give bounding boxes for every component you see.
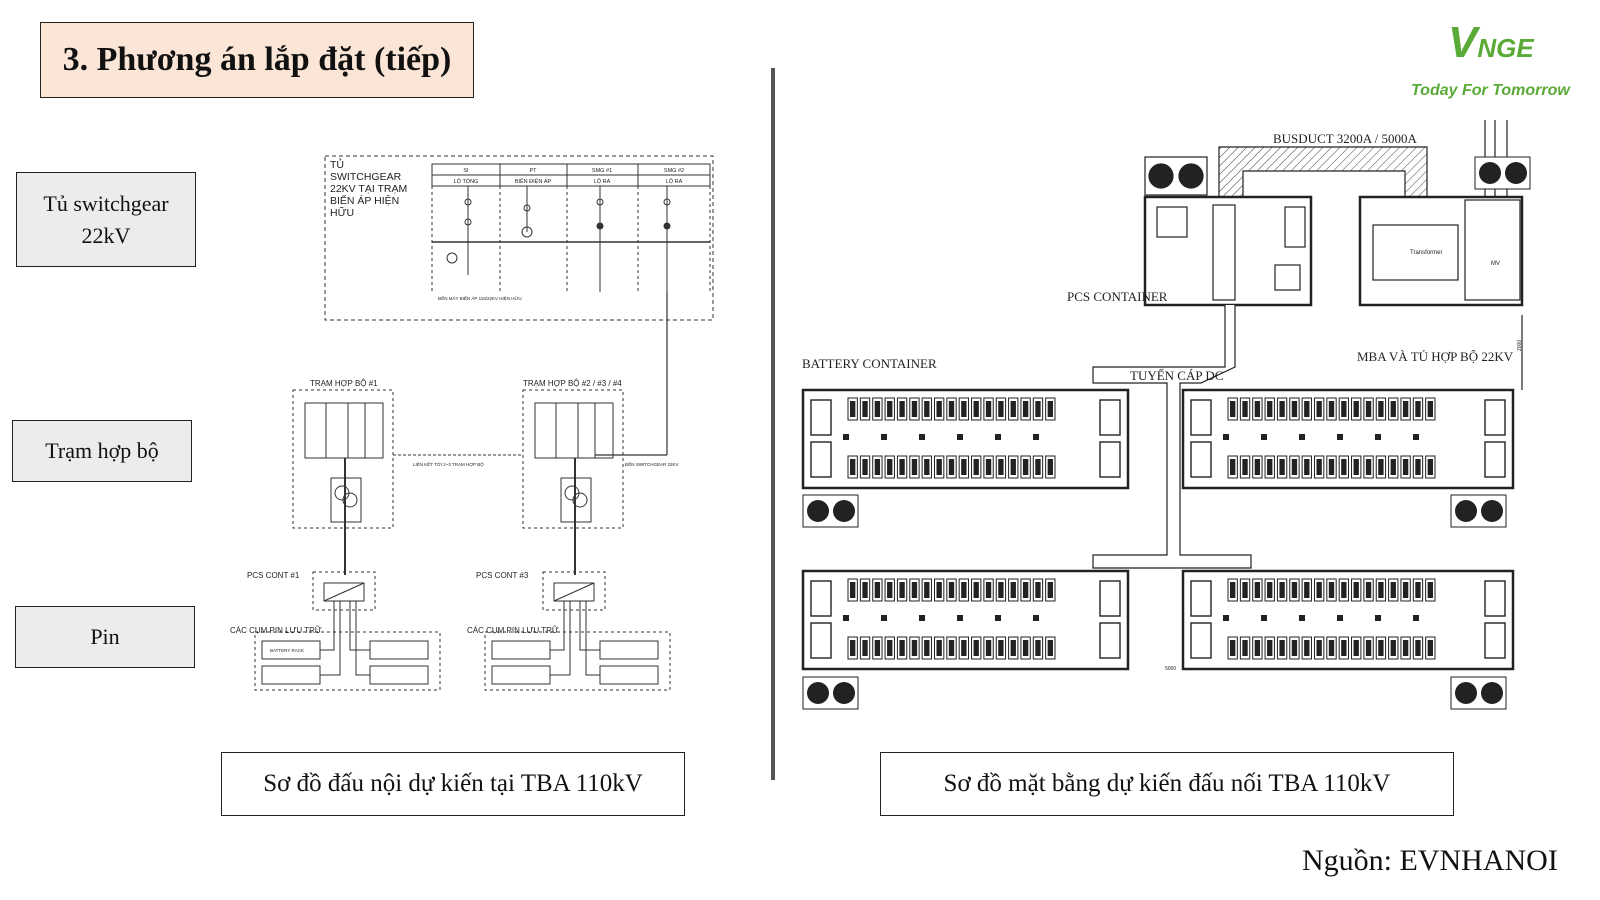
battery-cluster-1-label: CÁC CỤM PIN LƯU TRỮ: [230, 626, 322, 635]
battery-cluster-2: [484, 631, 671, 691]
caption-right-text: Sơ đồ mặt bằng dự kiến đấu nối TBA 110kV: [943, 770, 1391, 797]
dim-5000-label: 5000: [1165, 666, 1176, 672]
battery-container-4: [1181, 569, 1515, 671]
panel-code-4: SMG #2: [664, 168, 684, 174]
dc-cable-label: TUYẾN CÁP DC: [1130, 368, 1223, 383]
label-tram-hop-bo: Trạm hợp bộ: [12, 420, 192, 482]
to-switchgear-label: ĐẾN SWITCHGEAR 22KV: [625, 461, 679, 467]
switchgear-title-3: 22KV TẠI TRẠM: [330, 183, 407, 195]
busduct-label: BUSDUCT 3200A / 5000A: [1273, 131, 1417, 146]
substation-1-label: TRẠM HỢP BỘ #1: [310, 379, 378, 388]
caption-right: Sơ đồ mặt bằng dự kiến đấu nối TBA 110kV: [880, 752, 1454, 816]
logo-v: V: [1448, 18, 1478, 67]
switchgear-title-5: HỮU: [330, 206, 354, 219]
panel-code-2: PT: [529, 168, 537, 174]
label-switchgear: Tủ switchgear 22kV: [16, 172, 196, 267]
label-tram-text: Trạm hợp bộ: [45, 438, 159, 463]
switchgear-title-4: BIẾN ÁP HIỆN: [330, 194, 399, 207]
logo-tagline: Today For Tomorrow: [1411, 82, 1570, 99]
caption-left: Sơ đồ đấu nội dự kiến tại TBA 110kV: [221, 752, 685, 816]
switchgear-title-2: SWITCHGEAR: [330, 171, 402, 183]
panel-name-2: BIẾN ĐIỆN ÁP: [515, 177, 552, 185]
transformer-note: ĐẾN MÁY BIẾN ÁP 110/22KV HIỆN HỮU: [438, 294, 522, 301]
battery-container-1: [801, 388, 1130, 490]
logo-nge: NGE: [1477, 33, 1534, 63]
single-line-diagram: TỦ SWITCHGEAR 22KV TẠI TRẠM BIẾN ÁP HIỆN…: [230, 155, 714, 691]
vnge-logo: VNGE: [1448, 18, 1534, 68]
link-label: LIÊN KẾT TỚI 2~3 TRẠM HỢP BỘ: [413, 460, 484, 467]
source-note: Nguồn: EVNHANOI: [1302, 844, 1558, 877]
transformer-label: Transformer: [1410, 250, 1442, 256]
mba-label: MBA VÀ TỦ HỢP BỘ 22KV: [1357, 349, 1514, 364]
pcs-3-label: PCS CONT #3: [476, 571, 529, 580]
panel-name-3: LỘ RA: [594, 178, 611, 185]
panel-name-1: LỘ TỔNG: [454, 178, 479, 185]
label-pin: Pin: [15, 606, 195, 668]
ct-symbol: [446, 252, 458, 264]
battery-container-label: BATTERY CONTAINER: [802, 356, 937, 371]
battery-container-3: [801, 569, 1130, 671]
pcs-1-label: PCS CONT #1: [247, 571, 300, 580]
label-switchgear-text: Tủ switchgear 22kV: [43, 190, 169, 248]
vertical-divider: [771, 68, 775, 780]
substation-1-boundary: [292, 389, 394, 529]
substation-2-label: TRẠM HỢP BỘ #2 / #3 / #4: [523, 379, 622, 388]
battery-container-2: [1181, 388, 1515, 490]
panel-code-3: SMG #1: [592, 168, 612, 174]
mba-container: [1358, 195, 1524, 307]
dim-2000-label: 2000: [1517, 340, 1523, 351]
switchgear-title-1: TỦ: [330, 158, 344, 171]
busduct: [1218, 146, 1428, 198]
dc-cable-route: [1092, 305, 1252, 569]
switchgear-boundary: [324, 155, 714, 321]
pcs-container-label: PCS CONTAINER: [1067, 289, 1168, 304]
pcs-container: [1143, 195, 1313, 307]
mv-label: MV: [1491, 261, 1500, 267]
panel-code-1: SI: [463, 168, 469, 174]
battery-rack-label: BATTERY RACK: [270, 648, 304, 653]
battery-cluster-2-label: CÁC CỤM PIN LƯU TRỮ: [467, 626, 559, 635]
battery-cluster-1: [254, 631, 441, 691]
caption-left-text: Sơ đồ đấu nội dự kiến tại TBA 110kV: [263, 770, 643, 797]
panel-name-4: LỘ RA: [666, 178, 683, 185]
substation-2-boundary: [522, 389, 624, 529]
page-title: 3. Phương án lắp đặt (tiếp): [40, 22, 474, 98]
label-pin-text: Pin: [90, 624, 120, 649]
layout-plan-diagram: BUSDUCT 3200A / 5000A PCS CONTAINER BATT…: [801, 120, 1531, 710]
